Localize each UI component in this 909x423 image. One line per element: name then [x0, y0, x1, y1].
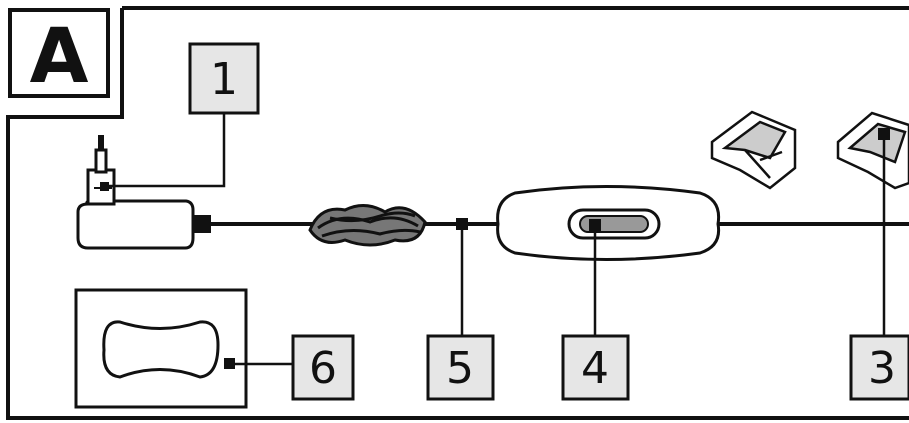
callout-1-label: 1	[210, 54, 238, 105]
panel-letter: A	[30, 11, 89, 100]
power-adapter	[76, 135, 211, 250]
callout-6: 6	[291, 334, 355, 401]
callout-6-label: 6	[309, 343, 337, 394]
clip-point-3	[878, 128, 890, 140]
callout-3: 3	[849, 334, 909, 401]
callout-3-label: 3	[868, 343, 896, 394]
leader-1	[109, 113, 226, 188]
coiled-cable	[308, 204, 427, 247]
diagram-frame	[6, 6, 909, 420]
panel-letter-box: A	[8, 8, 110, 100]
mounting-clip-left	[710, 110, 797, 190]
mounting-clip-right	[836, 111, 909, 190]
callout-4: 4	[561, 334, 630, 401]
cable-point-5	[456, 218, 468, 230]
pad-outline-panel	[74, 288, 248, 409]
callout-1: 1	[188, 42, 260, 115]
callout-5: 5	[426, 334, 495, 401]
callout-4-label: 4	[581, 343, 609, 394]
callout-5-label: 5	[446, 343, 474, 394]
inline-switch	[496, 185, 721, 261]
